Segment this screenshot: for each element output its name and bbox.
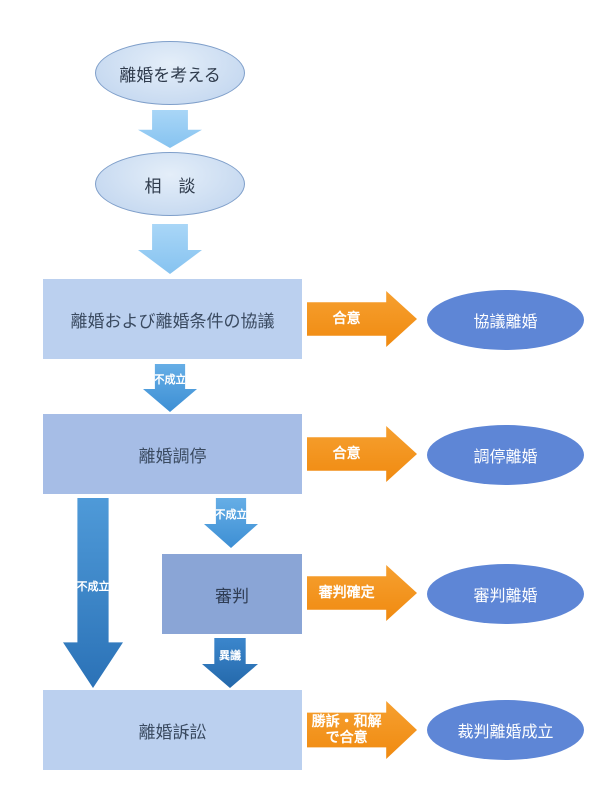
consider-divorce-label: 離婚を考える xyxy=(119,65,221,86)
win-settle-label-line2: で合意 xyxy=(325,730,368,746)
fail-arrow-long: 不成立 xyxy=(63,498,123,688)
agree-arrow-1: 合意 xyxy=(307,291,417,347)
objection-label: 異議 xyxy=(219,649,241,662)
consider-divorce-node: 離婚を考える xyxy=(95,41,245,105)
lawsuit-label: 離婚訴訟 xyxy=(138,722,207,743)
consultation-label: 相 談 xyxy=(144,176,196,197)
down-arrow-1 xyxy=(138,110,202,148)
mediation-box: 離婚調停 xyxy=(43,414,302,494)
win-settle-label-line1: 勝訴・和解 xyxy=(311,714,382,730)
win-settle-arrow: 勝訴・和解 で合意 xyxy=(307,701,417,759)
objection-arrow: 異議 xyxy=(202,638,258,688)
outcome-negotiation-divorce: 協議離婚 xyxy=(427,290,584,350)
outcome-mediation-divorce: 調停離婚 xyxy=(427,425,584,485)
agree-label-1: 合意 xyxy=(332,311,361,327)
fail-label-2: 不成立 xyxy=(214,508,248,521)
fail-arrow-1: 不成立 xyxy=(143,364,197,412)
outcome-mediation-label: 調停離婚 xyxy=(473,447,538,466)
negotiation-box: 離婚および離婚条件の協議 xyxy=(43,279,302,359)
consultation-node: 相 談 xyxy=(95,152,245,216)
fail-label-1: 不成立 xyxy=(153,373,187,386)
judgment-final-label: 審判確定 xyxy=(318,585,375,601)
fail-arrow-2: 不成立 xyxy=(204,498,258,548)
outcome-court-label: 裁判離婚成立 xyxy=(457,722,554,741)
judgment-box: 審判 xyxy=(162,554,302,634)
judgment-label: 審判 xyxy=(215,586,249,607)
fail-label-3: 不成立 xyxy=(76,580,110,593)
lawsuit-box: 離婚訴訟 xyxy=(43,690,302,770)
agree-arrow-2: 合意 xyxy=(307,426,417,482)
outcome-court-divorce: 裁判離婚成立 xyxy=(427,700,584,760)
down-arrow-2 xyxy=(138,224,202,274)
judgment-final-arrow: 審判確定 xyxy=(307,565,417,621)
mediation-label: 離婚調停 xyxy=(138,446,207,467)
outcome-negotiation-label: 協議離婚 xyxy=(473,312,538,331)
negotiation-label: 離婚および離婚条件の協議 xyxy=(70,311,275,332)
outcome-judgment-divorce: 審判離婚 xyxy=(427,564,584,624)
agree-label-2: 合意 xyxy=(332,446,361,462)
outcome-judgment-label: 審判離婚 xyxy=(473,586,538,605)
